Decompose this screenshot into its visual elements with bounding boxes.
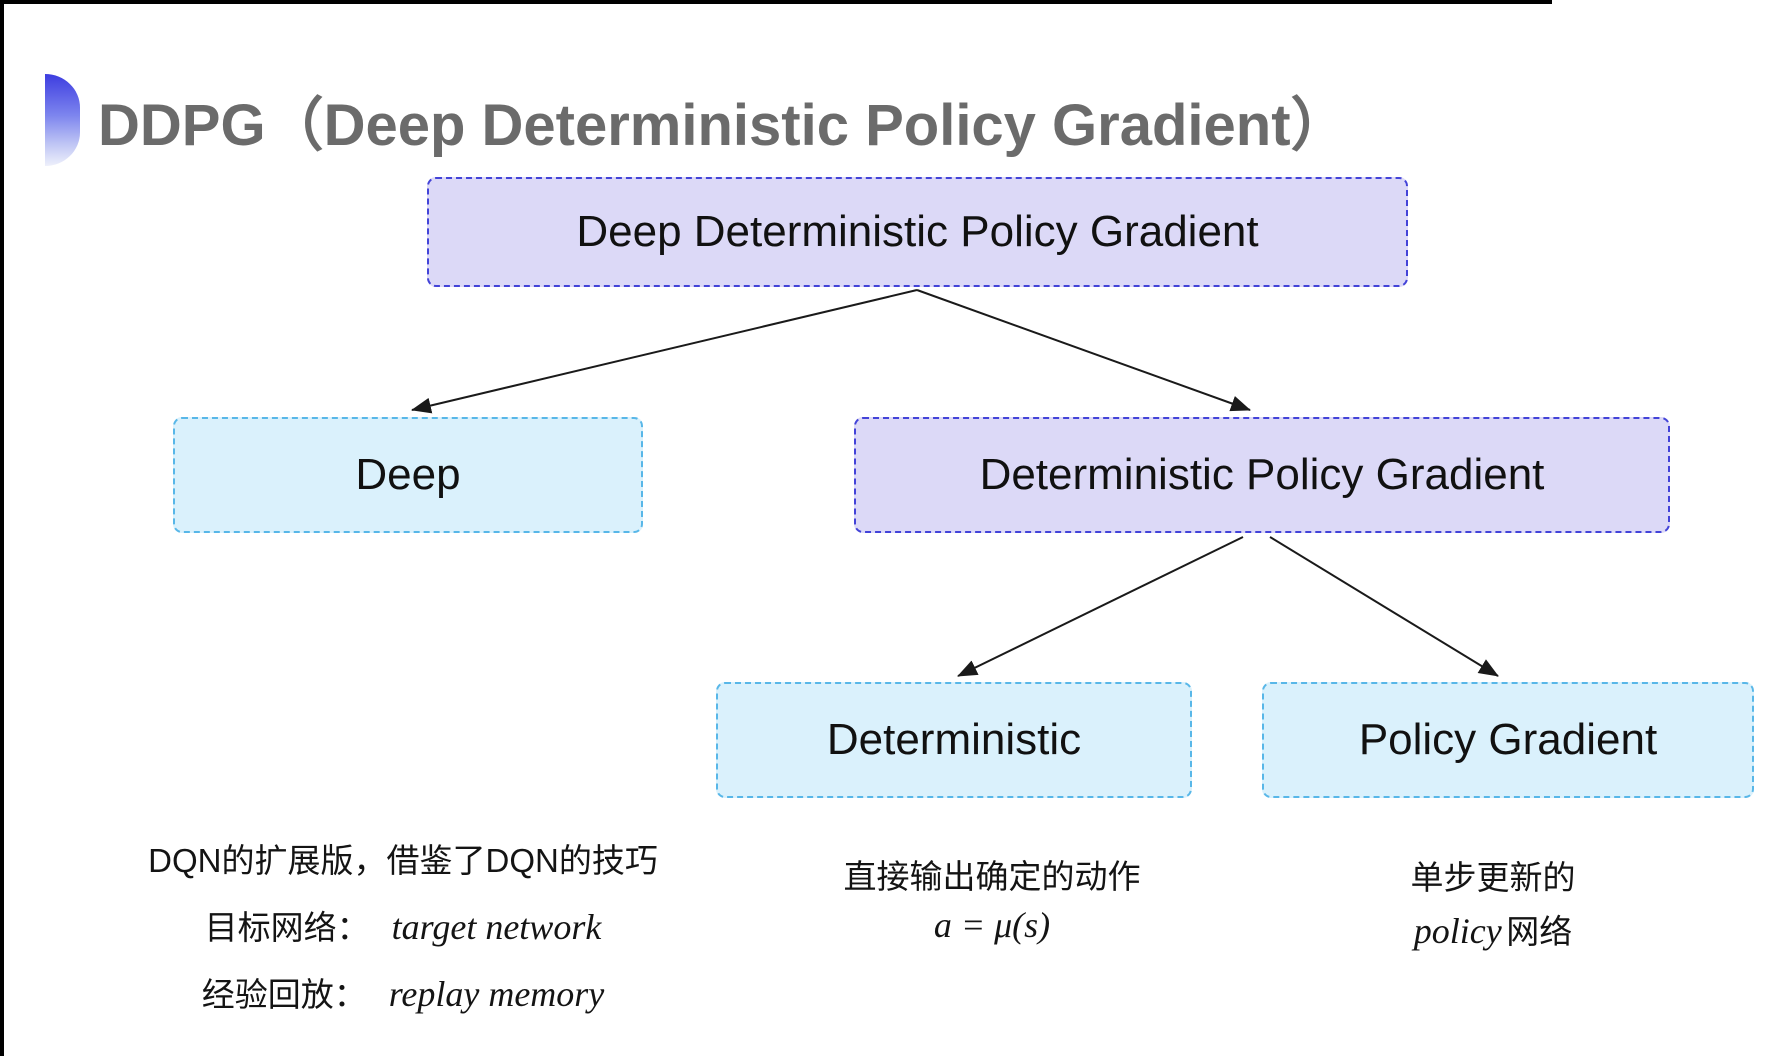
annotation-deterministic: 直接输出确定的动作 a = μ(s)	[792, 850, 1192, 952]
annotation-policy-gradient-line1: 单步更新的	[1410, 859, 1576, 896]
annotation-deep-line1: DQN的扩展版，借鉴了DQN的技巧	[148, 842, 658, 879]
window-edge-top	[0, 0, 1552, 4]
annotation-policy-gradient-line2: policy 网络	[1293, 905, 1693, 953]
title-accent-icon	[45, 74, 80, 166]
annotation-deep: DQN的扩展版，借鉴了DQN的技巧 目标网络： target network 经验…	[100, 834, 706, 1035]
node-deterministic: Deterministic	[716, 682, 1192, 798]
annotation-deep-line3: 经验回放： replay memory	[100, 968, 706, 1016]
annotation-deep-line2: 目标网络： target network	[100, 901, 706, 949]
arrow-dpg-to-deterministic	[957, 536, 1244, 677]
annotation-policy-gradient-line2-en: policy	[1413, 911, 1502, 951]
annotation-deep-line2-zh: 目标网络：	[204, 909, 370, 946]
arrow-root-to-deep	[411, 289, 918, 414]
annotation-policy-gradient: 单步更新的 policy 网络	[1293, 851, 1693, 959]
page-title: DDPG（Deep Deterministic Policy Gradient）	[98, 93, 1349, 158]
annotation-policy-gradient-line2-zh: 网络	[1506, 913, 1573, 950]
window-edge-left	[0, 0, 4, 1056]
arrow-root-to-dpg	[916, 289, 1251, 412]
annotation-deterministic-formula: a = μ(s)	[933, 905, 1051, 945]
annotation-deep-line3-zh: 经验回放：	[201, 976, 367, 1013]
node-deep-deterministic-policy-gradient: Deep Deterministic Policy Gradient	[427, 177, 1408, 287]
node-policy-gradient: Policy Gradient	[1262, 682, 1754, 798]
arrow-dpg-to-policy-gradient	[1269, 536, 1499, 677]
annotation-deterministic-line1: 直接输出确定的动作	[843, 858, 1141, 895]
node-deterministic-policy-gradient: Deterministic Policy Gradient	[854, 417, 1670, 533]
annotation-deep-line2-en: target network	[391, 907, 602, 947]
node-deep: Deep	[173, 417, 643, 533]
annotation-deep-line3-en: replay memory	[388, 974, 605, 1014]
